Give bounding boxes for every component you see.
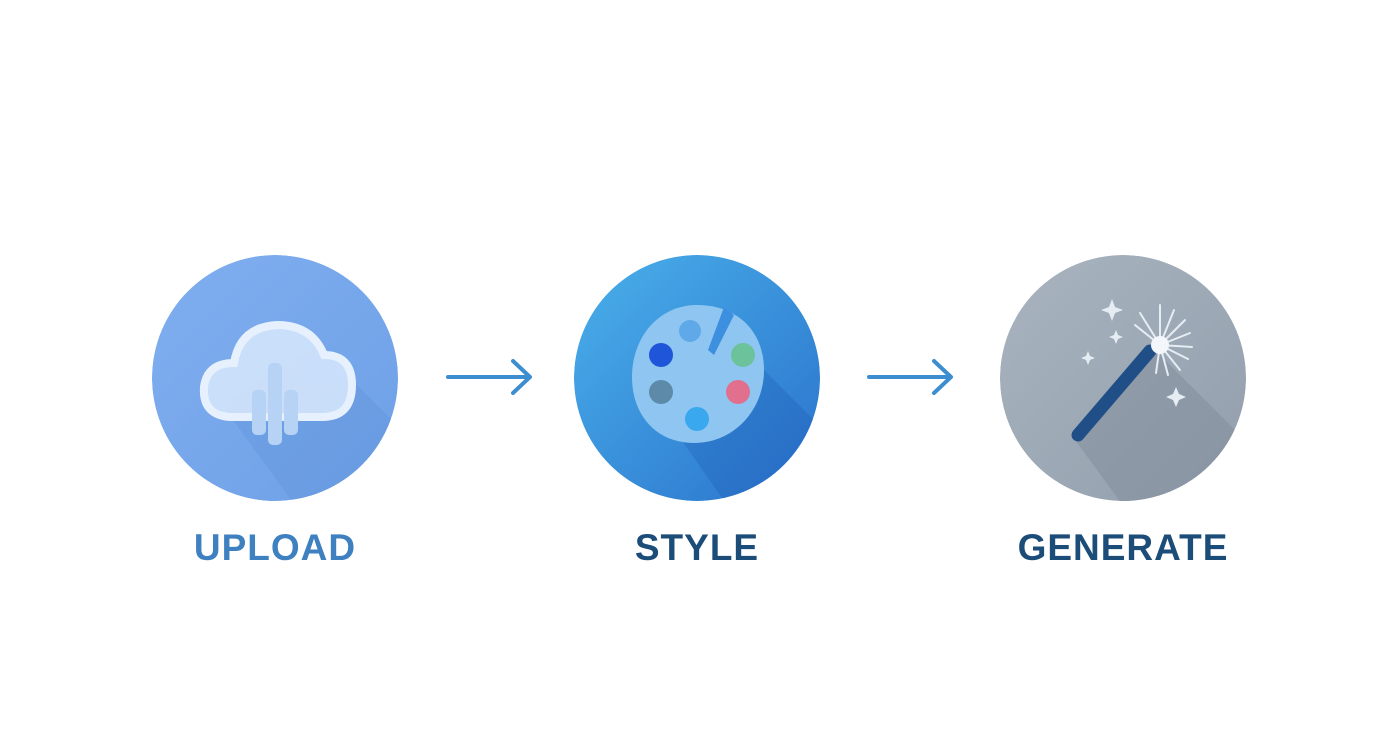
arrow-right-icon [867,359,953,395]
step-upload: UPLOAD [152,255,398,568]
palette-icon [574,255,820,501]
generate-circle [1000,255,1246,501]
step-label: GENERATE [1017,527,1229,568]
cloud-upload-icon [152,255,398,501]
style-circle [574,255,820,501]
magic-wand-icon [1000,255,1246,501]
step-label: UPLOAD [193,527,357,568]
step-generate: GENERATE [1000,255,1246,568]
step-style: STYLE [574,255,820,568]
step-label: STYLE [634,527,760,568]
arrow-right-icon [446,359,532,395]
upload-circle [152,255,398,501]
